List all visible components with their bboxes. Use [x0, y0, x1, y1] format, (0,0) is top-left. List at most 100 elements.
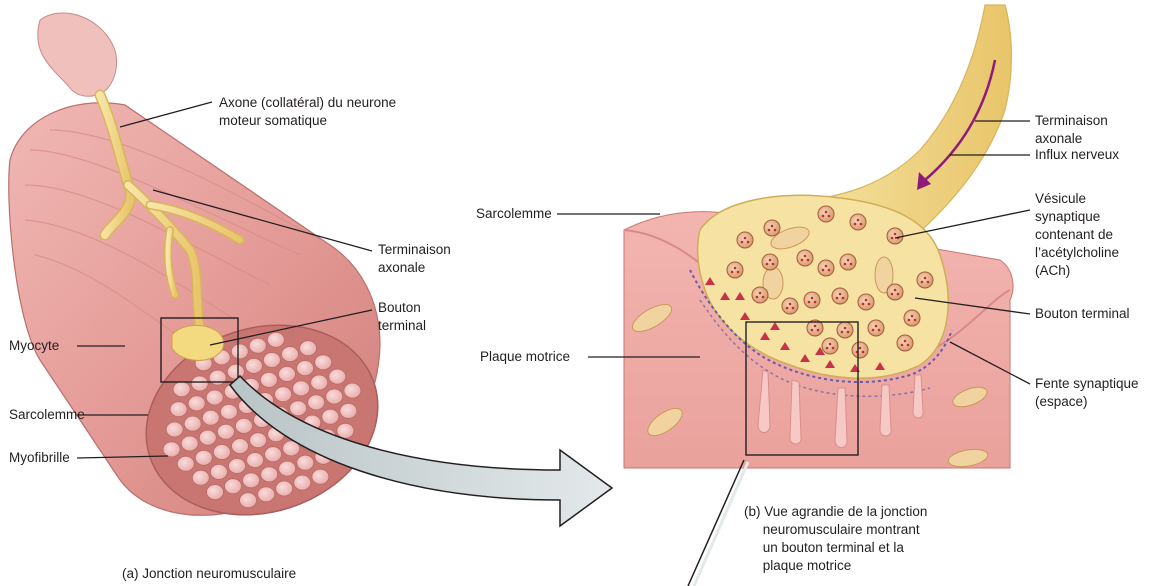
myofibril	[263, 353, 280, 368]
myofibril	[344, 383, 361, 398]
myofibril	[191, 376, 208, 391]
synaptic-vesicle	[818, 206, 834, 222]
label-plaque-motrice: Plaque motrice	[480, 348, 570, 366]
label-influx-nerveux: Influx nerveux	[1035, 146, 1119, 164]
label-vesicule-synaptique: Vésicule synaptique contenant de l’acéty…	[1035, 190, 1119, 280]
myofibril	[265, 447, 282, 462]
label-terminaison-axonale-a: Terminaison axonale	[378, 241, 451, 277]
myofibril	[173, 382, 190, 397]
myofibril	[231, 344, 248, 359]
myofibril	[163, 442, 180, 457]
label-bouton-terminal-a: Bouton terminal	[378, 299, 426, 335]
synaptic-vesicle	[887, 228, 903, 244]
myofibril	[279, 461, 296, 476]
myofibril	[220, 404, 237, 419]
myofibril	[250, 433, 267, 448]
myofibril	[267, 332, 284, 347]
synaptic-vesicle	[752, 287, 768, 303]
caption-a: (a) Jonction neuromusculaire	[122, 565, 296, 583]
myofibril	[275, 387, 292, 402]
myofibril	[247, 453, 264, 468]
synaptic-vesicle	[764, 220, 780, 236]
caption-b: (b) Vue agrandie de la jonction neuromus…	[744, 503, 927, 575]
synaptic-vesicle	[818, 260, 834, 276]
synaptic-vesicle	[822, 338, 838, 354]
myofibril	[181, 436, 198, 451]
myofibril	[260, 372, 277, 387]
myofibril	[229, 459, 246, 474]
myofibril	[207, 485, 224, 500]
myofibril	[279, 367, 296, 382]
synaptic-vesicle	[887, 284, 903, 300]
synaptic-vesicle	[904, 310, 920, 326]
synaptic-vesicle	[858, 294, 874, 310]
myofibril	[294, 475, 311, 490]
myofibril	[195, 450, 212, 465]
synaptic-vesicle	[852, 342, 868, 358]
myofibril	[297, 361, 314, 376]
synaptic-vesicle	[840, 254, 856, 270]
myofibril	[290, 401, 307, 416]
label-axone: Axone (collatéral) du neurone moteur som…	[219, 94, 396, 130]
synaptic-vesicle	[917, 272, 933, 288]
myofibril	[177, 456, 194, 471]
myofibril	[188, 396, 205, 411]
myofibril	[210, 464, 227, 479]
synapse-illustration	[624, 5, 1013, 586]
myofibril	[297, 455, 314, 470]
label-bouton-terminal-b: Bouton terminal	[1035, 305, 1130, 323]
myofibril	[322, 409, 339, 424]
myofibril	[245, 358, 262, 373]
myofibril	[206, 390, 223, 405]
label-myocyte: Myocyte	[9, 337, 59, 355]
nerve-sheath	[38, 13, 117, 96]
synaptic-vesicle	[897, 335, 913, 351]
label-sarcolemme-a: Sarcolemme	[9, 406, 85, 424]
myofibril	[276, 481, 293, 496]
synaptic-vesicle	[868, 320, 884, 336]
synaptic-vesicle	[837, 322, 853, 338]
pointer-line	[688, 460, 744, 586]
myofibril	[300, 341, 317, 356]
myofibril	[293, 381, 310, 396]
myofibril	[315, 355, 332, 370]
myofibril	[261, 467, 278, 482]
myofibril	[249, 338, 266, 353]
synaptic-vesicle	[850, 214, 866, 230]
myofibril	[240, 493, 257, 508]
myofibril	[243, 473, 260, 488]
myofibril	[308, 395, 325, 410]
label-myofibrille: Myofibrille	[9, 449, 70, 467]
myofibril	[202, 410, 219, 425]
myofibril	[235, 418, 252, 433]
myofibril	[312, 469, 329, 484]
myofibril	[311, 375, 328, 390]
myofibril	[209, 370, 226, 385]
myofibril	[340, 403, 357, 418]
myofibril	[192, 470, 209, 485]
myofibril	[166, 422, 183, 437]
myofibril	[337, 423, 354, 438]
myofibril	[225, 479, 242, 494]
synaptic-vesicle	[727, 262, 743, 278]
myofibril	[329, 369, 346, 384]
terminal-bouton-small	[172, 325, 224, 360]
myofibril	[170, 402, 187, 417]
synaptic-vesicle	[832, 288, 848, 304]
synaptic-vesicle	[737, 232, 753, 248]
label-sarcolemme-b: Sarcolemme	[476, 205, 552, 223]
synaptic-vesicle	[782, 298, 798, 314]
synaptic-vesicle	[804, 292, 820, 308]
synaptic-vesicle	[797, 250, 813, 266]
label-fente-synaptique: Fente synaptique (espace)	[1035, 375, 1139, 411]
myofibril	[184, 416, 201, 431]
myofibril	[282, 347, 299, 362]
synaptic-vesicle	[762, 254, 778, 270]
myofibril	[199, 430, 216, 445]
label-terminaison-axonale-b: Terminaison axonale	[1035, 112, 1108, 148]
myofibril	[258, 487, 275, 502]
myofibril	[232, 439, 249, 454]
myofibril	[213, 445, 230, 460]
myofibril	[326, 389, 343, 404]
